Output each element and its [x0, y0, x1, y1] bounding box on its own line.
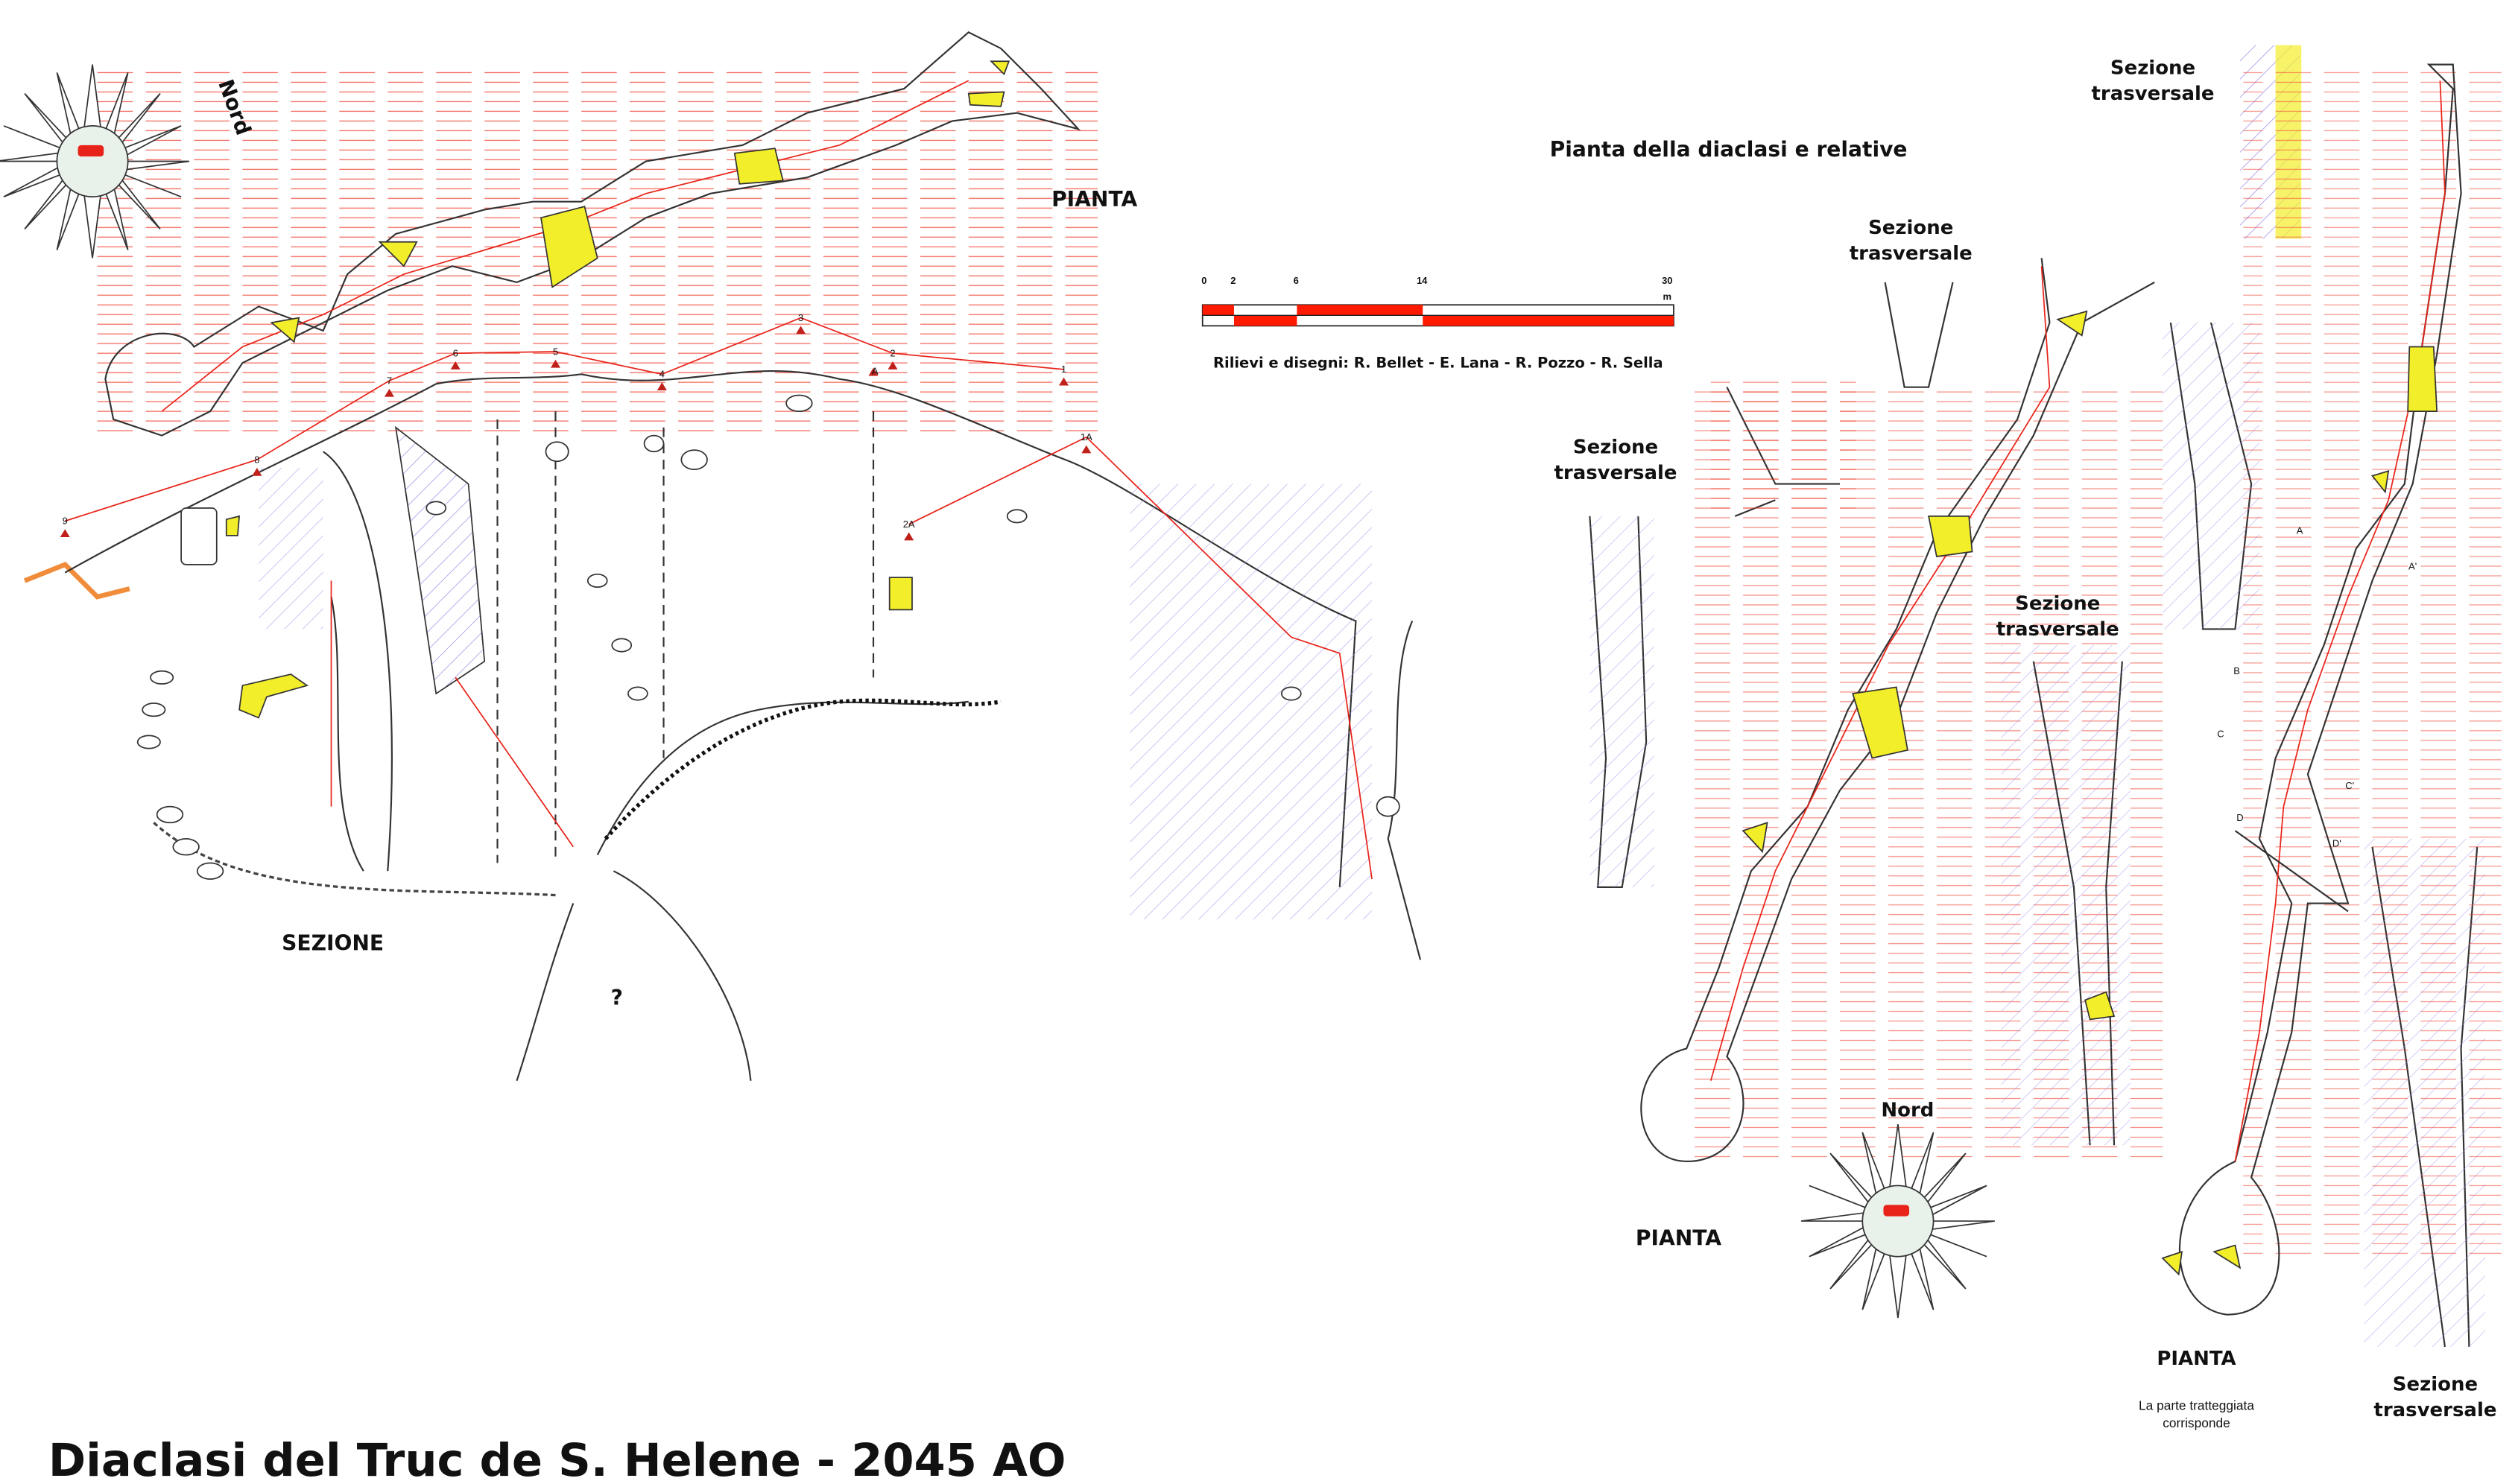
station-label: 1A	[1081, 431, 1092, 443]
station-label: 9	[63, 516, 68, 527]
station-label: 2	[890, 348, 895, 359]
cross-section-label: Sezione	[2110, 57, 2195, 80]
scale-tick: 2	[1230, 275, 1236, 286]
compass-north-label: Nord	[1881, 1099, 1934, 1121]
map-title: Diaclasi del Truc de S. Helene - 2045 AO	[48, 1435, 1066, 1484]
cross-section-label: Sezione	[2393, 1373, 2478, 1395]
cross-section-label: Sezione	[1868, 217, 1953, 239]
map-subtitle: Pianta della diaclasi e relative	[1550, 137, 1908, 162]
labels-layer: Nord PIANTA Pianta della diaclasi e rela…	[48, 57, 2497, 1484]
station-label: 6	[453, 348, 458, 359]
station-label: 5	[553, 346, 558, 357]
section-marker: B	[2233, 665, 2240, 676]
plan-title: PIANTA	[1051, 187, 1137, 212]
scale-bar	[1201, 304, 1674, 327]
station-label: 4	[659, 369, 665, 380]
plan-title-2: PIANTA	[1636, 1226, 1721, 1251]
plan-note: La parte tratteggiata	[2139, 1398, 2254, 1412]
top-plan	[0, 31, 1098, 437]
cross-section-label: Sezione	[1573, 436, 1658, 458]
cross-section-label: trasversale	[2092, 83, 2215, 105]
scale-unit: m	[1663, 291, 1672, 302]
cross-section-label: Sezione	[2015, 592, 2100, 615]
compass-rose-icon	[1800, 1123, 1996, 1319]
scale-tick: 30	[1662, 275, 1672, 286]
section-title: SEZIONE	[282, 930, 384, 955]
cross-section-label: trasversale	[2373, 1399, 2496, 1421]
plan-note: corrisponde	[2163, 1415, 2230, 1430]
section-marker: A'	[2408, 560, 2417, 571]
unknown-marker: ?	[611, 986, 623, 1010]
station-label: 1	[1061, 364, 1066, 375]
scale-tick: 6	[1294, 275, 1299, 286]
section-marker: D	[2236, 812, 2243, 823]
cross-section-label: trasversale	[1850, 243, 1973, 265]
station-label: 2A	[903, 519, 915, 530]
section-marker: A	[2297, 525, 2303, 536]
section-marker: C	[2217, 729, 2224, 740]
station-label: A	[872, 365, 879, 376]
long-section	[23, 317, 1422, 1082]
cross-section-label: trasversale	[1996, 618, 2119, 641]
scale-tick: 0	[1201, 275, 1206, 286]
credits: Rilievi e disegni: R. Bellet - E. Lana -…	[1213, 355, 1663, 372]
section-marker: C'	[2345, 780, 2354, 791]
section-marker: D'	[2332, 838, 2341, 849]
station-label: 3	[798, 312, 803, 323]
station-label: 7	[387, 375, 392, 386]
station-label: 8	[254, 454, 259, 465]
plan-narrow	[2161, 63, 2502, 1316]
cross-section-label: trasversale	[1554, 462, 1677, 484]
scale-tick: 14	[1417, 275, 1428, 286]
hatch-area	[97, 64, 1098, 436]
plan-title-3: PIANTA	[2157, 1348, 2236, 1370]
